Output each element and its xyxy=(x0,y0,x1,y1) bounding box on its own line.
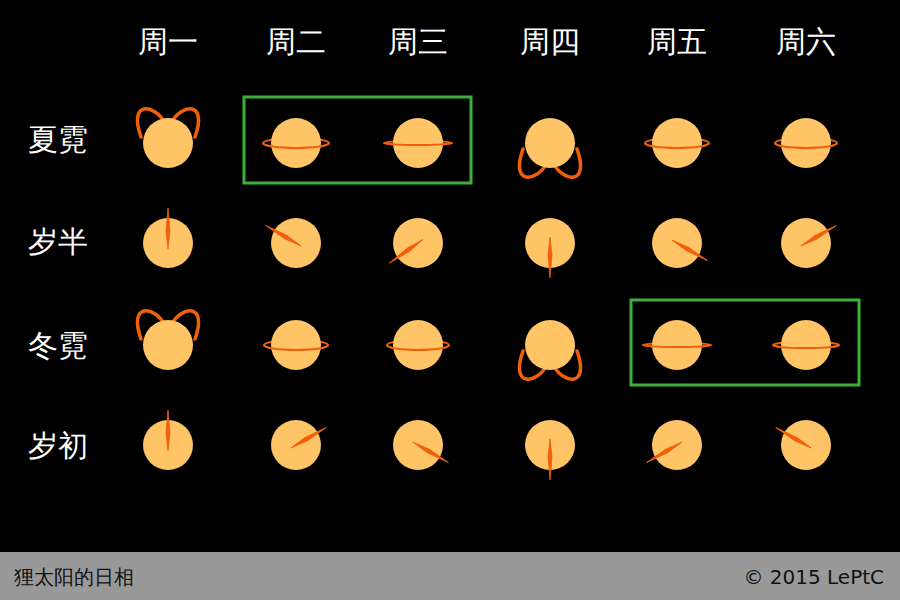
highlight-frame xyxy=(244,97,471,183)
sun-disc xyxy=(143,118,193,168)
ring-edge xyxy=(671,238,709,262)
sun-disc xyxy=(393,320,443,370)
sun-disc xyxy=(781,118,831,168)
sun-disc xyxy=(271,320,321,370)
sun-phase xyxy=(519,118,580,177)
ring-edge xyxy=(412,440,450,464)
sun-phases xyxy=(137,109,839,480)
weekday-header: 周二 xyxy=(266,27,326,57)
sun-disc xyxy=(652,118,702,168)
sun-phase xyxy=(525,420,575,480)
weekday-header: 周三 xyxy=(388,27,448,57)
sun-phase xyxy=(265,218,321,268)
sun-phase xyxy=(388,218,443,268)
sun-phase xyxy=(384,118,452,168)
sun-disc xyxy=(781,320,831,370)
ring-front xyxy=(643,345,711,347)
sun-phase xyxy=(393,420,449,470)
ring-edge xyxy=(166,208,170,249)
sun-phase xyxy=(646,420,702,470)
ring-edge xyxy=(265,224,303,248)
ring-front xyxy=(775,143,837,148)
ring-edge xyxy=(646,440,684,464)
season-label: 岁初 xyxy=(28,431,88,461)
sun-phase xyxy=(143,410,193,470)
weekday-header: 周四 xyxy=(520,27,580,57)
ring-front xyxy=(645,143,709,148)
sun-phase xyxy=(773,320,839,370)
ring-front xyxy=(263,143,329,148)
copyright-note: © 2015 LePtC xyxy=(743,567,884,587)
ring-front xyxy=(773,345,839,348)
sun-phase xyxy=(652,218,708,268)
ring-edge xyxy=(800,224,838,248)
ring-edge xyxy=(548,439,552,480)
ring-front xyxy=(387,345,449,350)
season-label: 冬霓 xyxy=(28,331,88,361)
sun-phase xyxy=(519,320,580,379)
sun-phase xyxy=(781,218,837,268)
ring-edge xyxy=(388,238,424,265)
sun-phase xyxy=(264,320,328,370)
sun-disc xyxy=(525,320,575,370)
weekday-header: 周五 xyxy=(647,27,707,57)
sun-phase xyxy=(775,118,837,168)
weekday-header: 周六 xyxy=(776,27,836,57)
sun-disc xyxy=(652,320,702,370)
weekday-header: 周一 xyxy=(138,27,198,57)
season-label: 夏霓 xyxy=(28,125,88,155)
sun-phase xyxy=(143,208,193,268)
ring-edge xyxy=(548,237,552,278)
sun-phase xyxy=(525,218,575,278)
season-label: 岁半 xyxy=(28,227,88,257)
highlight-frame xyxy=(631,300,859,385)
ring-front xyxy=(264,345,328,350)
sun-phase xyxy=(271,420,327,470)
ring-edge xyxy=(775,426,813,450)
footer-bar xyxy=(0,552,900,600)
sun-phase xyxy=(137,109,198,168)
sun-disc xyxy=(393,118,443,168)
sun-phase xyxy=(645,118,709,168)
sun-phase xyxy=(643,320,711,370)
ring-front xyxy=(384,143,452,145)
caption: 狸太阳的日相 xyxy=(14,567,134,587)
sun-phase xyxy=(263,118,329,168)
sun-phase xyxy=(387,320,449,370)
ring-edge xyxy=(290,426,328,450)
sun-phase xyxy=(775,420,831,470)
sun-disc xyxy=(525,118,575,168)
sun-phase xyxy=(137,311,198,370)
sun-disc xyxy=(271,118,321,168)
ring-edge xyxy=(166,410,170,451)
sun-disc xyxy=(143,320,193,370)
